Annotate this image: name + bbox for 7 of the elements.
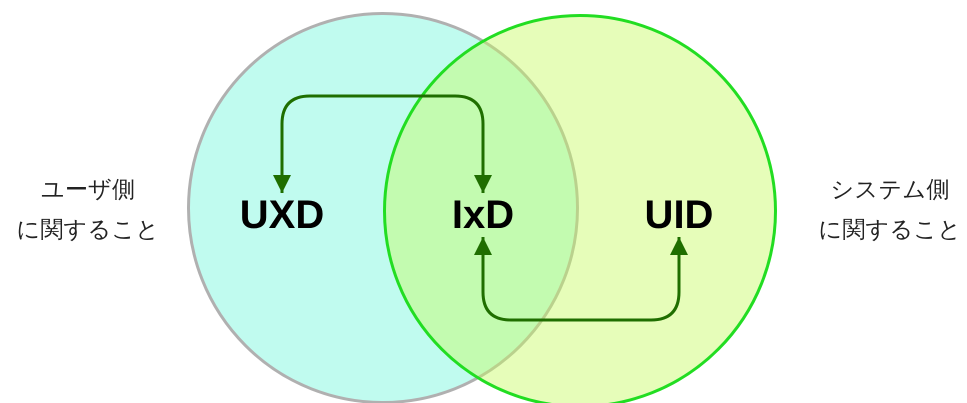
term-label: IxD (452, 195, 514, 235)
side-note: ユーザ側に関すること (16, 176, 160, 245)
term-label: UXD (240, 195, 324, 235)
double-arrow (474, 237, 688, 322)
double-arrow (273, 94, 492, 193)
term-label: UID (644, 195, 714, 235)
side-note: システム側に関すること (818, 176, 962, 245)
